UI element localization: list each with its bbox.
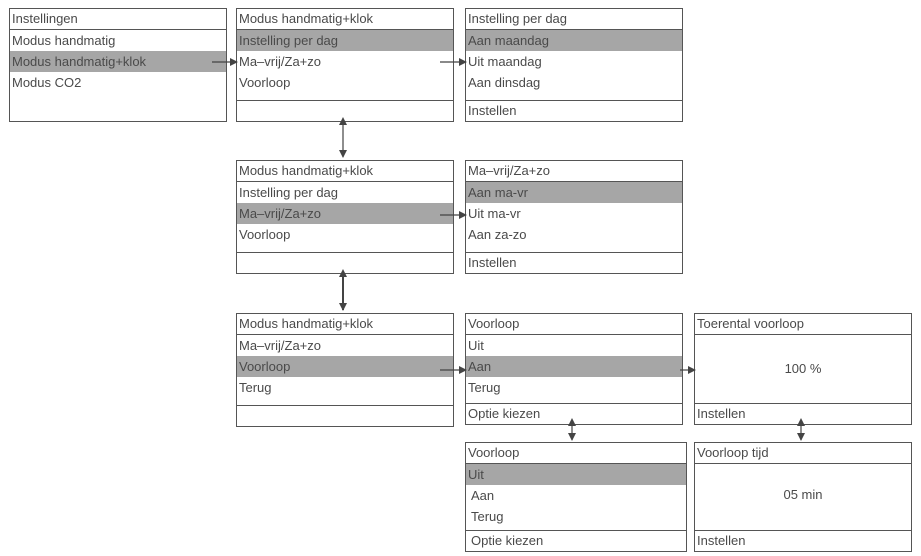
menu-item-modus-handmatig-klok[interactable]: Modus handmatig+klok: [10, 51, 226, 72]
menu-item-voorloop[interactable]: Voorloop: [237, 356, 453, 377]
value-readout: 05 min: [783, 487, 823, 502]
panel-footer-empty: [237, 252, 453, 273]
menu-item-voorloop[interactable]: Voorloop: [239, 75, 291, 90]
menu-item-terug[interactable]: Terug: [471, 509, 504, 524]
panel-toerental-voorloop: Toerental voorloop 100 % Instellen: [694, 313, 912, 425]
value-readout: 100 %: [784, 361, 822, 376]
panel-voorloop-2: Voorloop Uit Aan Terug Optie kiezen: [465, 442, 687, 552]
panel-modus-handmatig-klok-1: Modus handmatig+klok Instelling per dag …: [236, 8, 454, 122]
menu-item-uit[interactable]: Uit: [466, 464, 686, 485]
footer-optie-kiezen[interactable]: Optie kiezen: [466, 403, 682, 424]
panel-ma-vrij-za-zo: Ma–vrij/Za+zo Aan ma-vr Uit ma-vr Aan za…: [465, 160, 683, 274]
menu-item-uit[interactable]: Uit: [468, 338, 484, 353]
menu-item-aan-za-zo[interactable]: Aan za-zo: [468, 227, 527, 242]
menu-item-terug[interactable]: Terug: [239, 380, 272, 395]
panel-title: Instelling per dag: [466, 9, 682, 30]
menu-item-uit-maandag[interactable]: Uit maandag: [468, 54, 542, 69]
menu-item-aan-ma-vr[interactable]: Aan ma-vr: [466, 182, 682, 203]
panel-voorloop-1: Voorloop Uit Aan Terug Optie kiezen: [465, 313, 683, 425]
panel-voorloop-tijd: Voorloop tijd 05 min Instellen: [694, 442, 912, 552]
menu-item-aan[interactable]: Aan: [471, 488, 495, 503]
panel-title: Ma–vrij/Za+zo: [466, 161, 682, 182]
footer-instellen[interactable]: Instellen: [466, 252, 682, 273]
menu-item-aan[interactable]: Aan: [466, 356, 682, 377]
footer-optie-kiezen[interactable]: Optie kiezen: [466, 530, 686, 551]
panel-title: Voorloop tijd: [695, 443, 911, 464]
panel-title: Toerental voorloop: [695, 314, 911, 335]
menu-item-uit-ma-vr[interactable]: Uit ma-vr: [468, 206, 521, 221]
panel-title: Modus handmatig+klok: [237, 9, 453, 30]
panel-instellingen: Instellingen Modus handmatig Modus handm…: [9, 8, 227, 122]
panel-footer-empty: [237, 405, 453, 426]
menu-item-aan-maandag[interactable]: Aan maandag: [466, 30, 682, 51]
panel-title: Modus handmatig+klok: [237, 161, 453, 182]
panel-title: Instellingen: [10, 9, 226, 30]
footer-instellen[interactable]: Instellen: [695, 530, 911, 551]
panel-instelling-per-dag: Instelling per dag Aan maandag Uit maand…: [465, 8, 683, 122]
footer-instellen[interactable]: Instellen: [466, 100, 682, 121]
panel-modus-handmatig-klok-3: Modus handmatig+klok Ma–vrij/Za+zo Voorl…: [236, 313, 454, 427]
footer-instellen[interactable]: Instellen: [695, 403, 911, 424]
panel-title: Modus handmatig+klok: [237, 314, 453, 335]
menu-item-modus-co2[interactable]: Modus CO2: [12, 75, 82, 90]
menu-item-ma-vrij-za-zo[interactable]: Ma–vrij/Za+zo: [237, 203, 453, 224]
panel-title: Voorloop: [466, 443, 686, 464]
menu-item-instelling-per-dag[interactable]: Instelling per dag: [237, 30, 453, 51]
menu-item-ma-vrij-za-zo[interactable]: Ma–vrij/Za+zo: [239, 54, 321, 69]
menu-item-voorloop[interactable]: Voorloop: [239, 227, 291, 242]
menu-item-terug[interactable]: Terug: [468, 380, 501, 395]
panel-modus-handmatig-klok-2: Modus handmatig+klok Instelling per dag …: [236, 160, 454, 274]
menu-item-instelling-per-dag[interactable]: Instelling per dag: [239, 185, 339, 200]
menu-item-modus-handmatig[interactable]: Modus handmatig: [12, 33, 116, 48]
menu-item-aan-dinsdag[interactable]: Aan dinsdag: [468, 75, 541, 90]
panel-title: Voorloop: [466, 314, 682, 335]
menu-item-ma-vrij-za-zo[interactable]: Ma–vrij/Za+zo: [239, 338, 321, 353]
panel-footer-empty: [237, 100, 453, 121]
